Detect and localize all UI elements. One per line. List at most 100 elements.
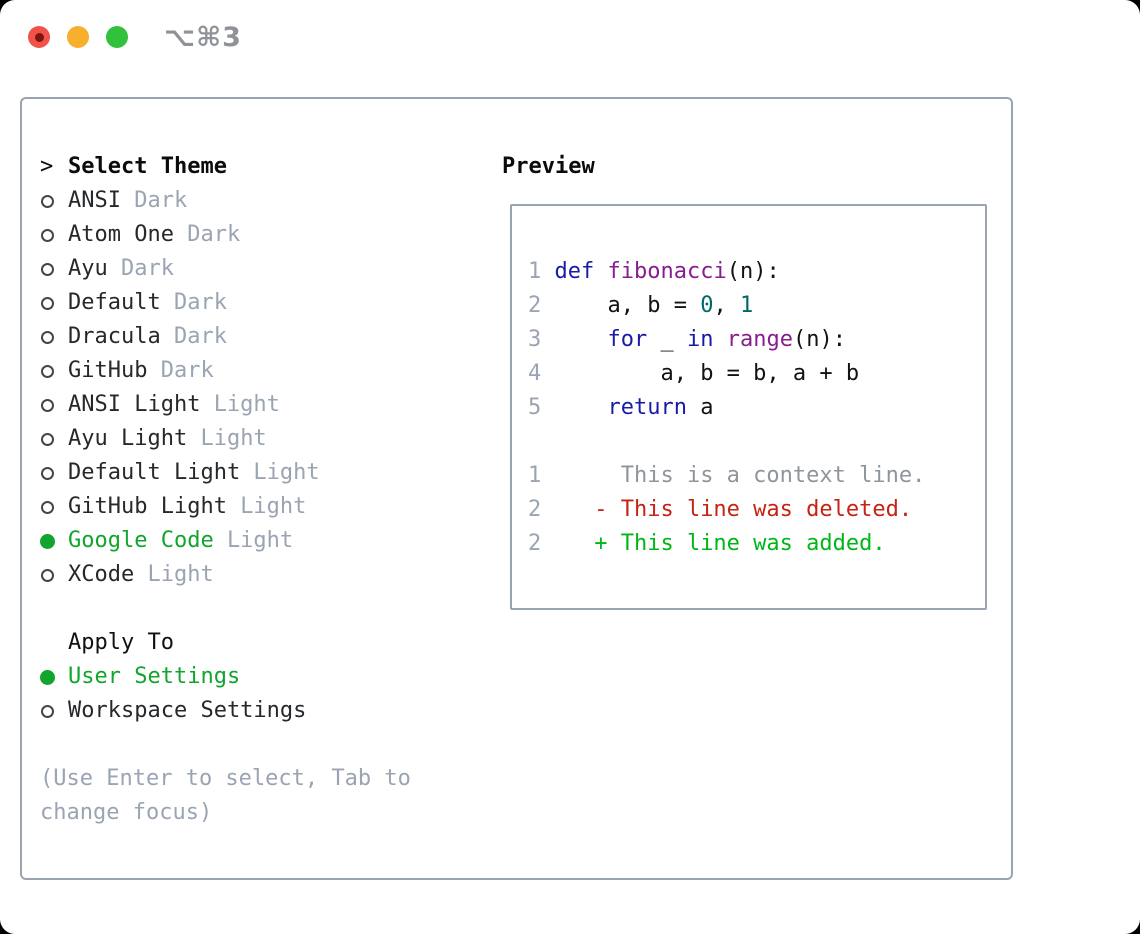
radio-icon xyxy=(40,500,68,514)
line-number: 1 xyxy=(528,463,542,488)
radio-circle xyxy=(41,568,54,582)
code-token-pln xyxy=(541,395,607,420)
theme-name: Default Light xyxy=(68,460,241,485)
zoom-button[interactable] xyxy=(106,26,128,48)
radio-icon xyxy=(40,704,68,718)
radio-circle xyxy=(41,228,54,242)
line-number: 1 xyxy=(528,259,542,284)
radio-circle xyxy=(40,669,55,685)
radio-circle xyxy=(41,500,54,514)
theme-variant: Light xyxy=(200,426,267,451)
code-token-kwd: return xyxy=(607,395,687,420)
keyboard-hint: (Use Enter to select, Tab to xyxy=(40,766,411,791)
theme-name: Ayu xyxy=(68,256,108,281)
theme-variant: Light xyxy=(213,392,280,417)
select-theme-title: Select Theme xyxy=(68,154,227,179)
code-token-pln: a, b = b, a + b xyxy=(541,361,860,386)
code-token-add: + This line was added. xyxy=(541,531,886,556)
radio-circle xyxy=(41,364,54,378)
code-token-pln: , xyxy=(713,293,740,318)
theme-name: Ayu Light xyxy=(68,426,188,451)
theme-option-default-dark[interactable]: Default Dark xyxy=(40,286,411,320)
apply-to-title: Apply To xyxy=(68,630,174,655)
theme-variant: Dark xyxy=(173,290,227,315)
code-token-kwd: for xyxy=(607,327,648,352)
preview-line: 1 This is a context line. xyxy=(528,459,985,493)
radio-circle xyxy=(41,194,54,208)
title-bar: ⌥⌘3 xyxy=(0,0,1140,74)
theme-option-github-light-light[interactable]: GitHub Light Light xyxy=(40,490,411,524)
close-button[interactable] xyxy=(28,26,50,48)
radio-circle xyxy=(41,398,54,412)
theme-variant: Light xyxy=(240,494,307,519)
code-token-pln: _ xyxy=(647,327,687,352)
radio-icon xyxy=(40,194,68,208)
preview-line: 2 - This line was deleted. xyxy=(528,493,985,527)
theme-variant: Dark xyxy=(134,188,188,213)
theme-option-ayu-light-light[interactable]: Ayu Light Light xyxy=(40,422,411,456)
minimize-button[interactable] xyxy=(67,26,89,48)
code-token-lit: 1 xyxy=(739,293,754,318)
code-token-pln: a, b = xyxy=(541,293,701,318)
keyboard-hint: change focus) xyxy=(40,800,213,825)
preview-heading: Preview xyxy=(502,154,595,179)
code-token-typ: range xyxy=(726,327,793,352)
preview-line: 4 a, b = b, a + b xyxy=(528,357,985,391)
code-token-pln xyxy=(713,327,726,352)
line-number: 2 xyxy=(528,531,542,556)
theme-variant: Dark xyxy=(173,324,227,349)
preview-line: 2 + This line was added. xyxy=(528,527,985,561)
code-token-lit: 0 xyxy=(700,293,714,318)
radio-selected-icon xyxy=(40,669,68,685)
apply-option-user-settings[interactable]: User Settings xyxy=(40,660,411,694)
radio-icon xyxy=(40,330,68,344)
code-token-pln xyxy=(594,259,607,284)
radio-circle xyxy=(40,533,55,549)
radio-icon xyxy=(40,296,68,310)
apply-option-workspace-settings[interactable]: Workspace Settings xyxy=(40,694,411,728)
radio-icon xyxy=(40,432,68,446)
radio-icon xyxy=(40,398,68,412)
radio-icon xyxy=(40,466,68,480)
radio-icon xyxy=(40,568,68,582)
theme-name: Dracula xyxy=(68,324,161,349)
theme-name: XCode xyxy=(68,562,135,587)
theme-variant: Dark xyxy=(160,358,214,383)
theme-option-dracula-dark[interactable]: Dracula Dark xyxy=(40,320,411,354)
theme-option-ayu-dark[interactable]: Ayu Dark xyxy=(40,252,411,286)
radio-icon xyxy=(40,228,68,242)
code-token-pln xyxy=(541,259,554,284)
code-token-typ: fibonacci xyxy=(607,259,727,284)
theme-name: Atom One xyxy=(68,222,174,247)
code-token-del: - This line was deleted. xyxy=(541,497,913,522)
radio-icon xyxy=(40,364,68,378)
spacer-row xyxy=(40,728,411,762)
theme-name: Default xyxy=(68,290,161,315)
radio-circle xyxy=(41,704,54,718)
focus-caret-icon: > xyxy=(40,150,68,184)
apply-option-name: Workspace Settings xyxy=(68,698,307,723)
code-token-pln: (n): xyxy=(726,259,780,284)
line-number: 5 xyxy=(528,395,542,420)
theme-variant: Dark xyxy=(120,256,174,281)
line-number: 2 xyxy=(528,293,542,318)
radio-icon xyxy=(40,262,68,276)
apply-to-header: Apply To xyxy=(40,626,411,660)
theme-variant: Light xyxy=(226,528,294,553)
theme-option-atom-one-dark[interactable]: Atom One Dark xyxy=(40,218,411,252)
line-number: 4 xyxy=(528,361,542,386)
window-shortcut-label: ⌥⌘3 xyxy=(164,22,242,53)
theme-name: GitHub Light xyxy=(68,494,227,519)
radio-circle xyxy=(41,466,54,480)
theme-variant: Dark xyxy=(187,222,241,247)
